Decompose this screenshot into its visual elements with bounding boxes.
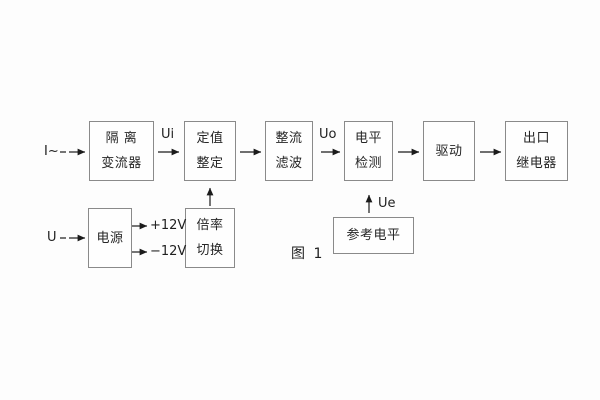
- figure-caption: 图 1: [291, 246, 325, 262]
- signal-ui-label: Ui: [161, 127, 175, 142]
- signal-uo-label: Uo: [319, 127, 337, 142]
- block-reference-level: 参考电平: [333, 217, 414, 254]
- block-ratio-switching: 倍率 切换: [185, 208, 235, 268]
- block-drive: 驱动: [423, 121, 475, 181]
- block-rectifier-line2: 滤波: [275, 156, 303, 171]
- block-rectifier-line1: 整流: [275, 131, 303, 146]
- signal-ue-label: Ue: [378, 196, 396, 211]
- block-isolation-line2: 变流器: [101, 156, 142, 171]
- block-level-line2: 检测: [354, 156, 382, 171]
- block-isolation-transformer: 隔 离 变流器: [89, 121, 154, 181]
- block-reference-label: 参考电平: [346, 228, 401, 243]
- input-voltage-label: U: [47, 230, 57, 245]
- block-relay-line1: 出口: [522, 131, 550, 146]
- block-rectifier-filter: 整流 滤波: [265, 121, 313, 181]
- block-setting-line1: 定值: [196, 131, 224, 146]
- block-setpoint-setting: 定值 整定: [184, 121, 236, 181]
- block-level-line1: 电平: [354, 131, 382, 146]
- block-setting-line2: 整定: [196, 156, 224, 171]
- input-current-label: I~: [44, 144, 59, 159]
- block-power-supply: 电源: [88, 208, 132, 268]
- block-power-label: 电源: [96, 230, 124, 246]
- block-ratio-line1: 倍率: [196, 218, 224, 233]
- signal-minus12v-label: −12V: [150, 244, 187, 259]
- signal-plus12v-label: +12V: [150, 218, 187, 233]
- block-ratio-line2: 切换: [196, 243, 224, 258]
- block-isolation-line1: 隔 离: [105, 131, 138, 146]
- block-relay-line2: 继电器: [516, 156, 557, 171]
- block-drive-label: 驱动: [435, 143, 463, 159]
- block-level-detection: 电平 检测: [344, 121, 393, 181]
- block-output-relay: 出口 继电器: [505, 121, 568, 181]
